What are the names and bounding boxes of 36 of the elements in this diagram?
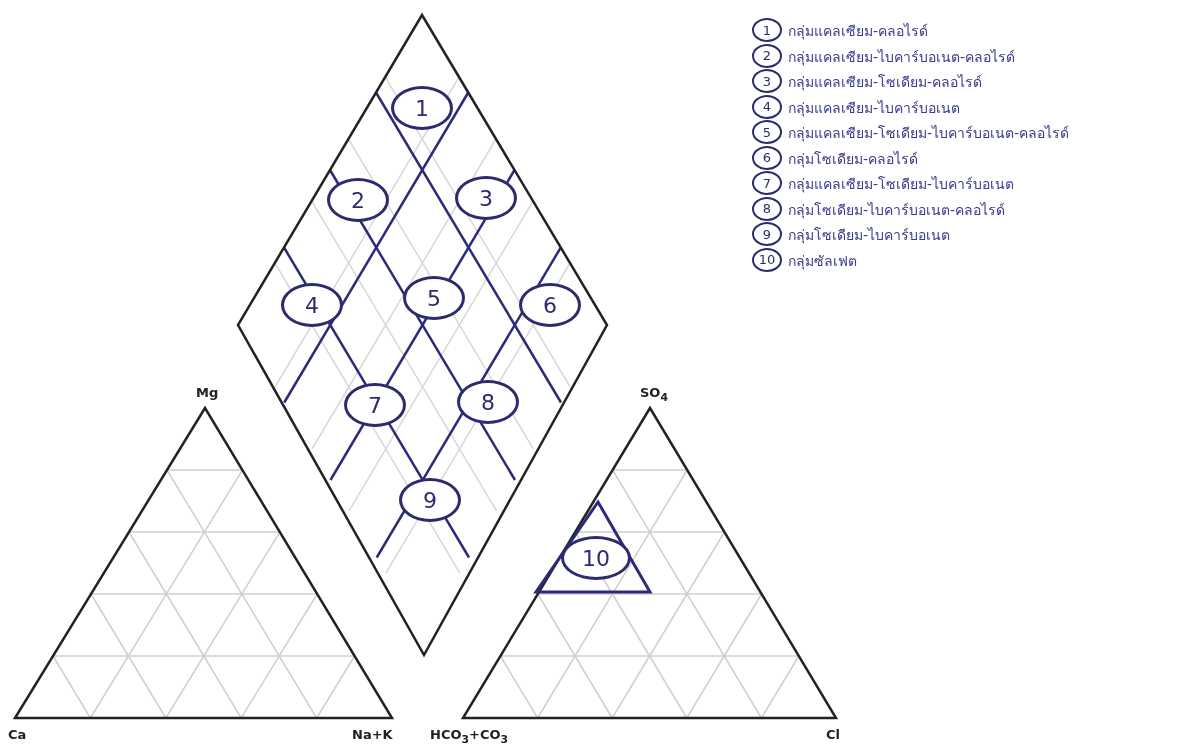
axis-label: Cl (826, 727, 840, 742)
legend-number-marker: 6 (752, 145, 782, 170)
legend-number-marker: 8 (752, 196, 782, 221)
zone-number-marker: 3 (455, 176, 517, 220)
legend-number-marker: 9 (752, 222, 782, 246)
axis-label: Na+K (352, 727, 393, 742)
marker-caption: กลุ่มแคลเซียม-โซเดียม-ไบคาร์บอเนต (788, 175, 1015, 195)
marker-caption: กลุ่มแคลเซียม-ไบคาร์บอเนต (788, 98, 961, 119)
marker-caption: กลุ่มแคลเซียม-ไบคาร์บอเนต-คลอไรด์ (788, 47, 1016, 68)
zone-number-marker: 6 (519, 283, 581, 327)
marker-caption: กลุ่มแคลเซียม-คลอไรด์ (788, 22, 929, 42)
marker-caption: กลุ่มแคลเซียม-โซเดียม-ไบคาร์บอเนต-คลอไรด์ (788, 124, 1070, 144)
zone-number-marker: 9 (399, 478, 461, 522)
legend-number-marker: 1 (752, 18, 782, 42)
axis-label: HCO$_{3}$+CO$_{3}$ (430, 727, 509, 745)
zone-number-marker: 4 (281, 283, 343, 327)
zone-number-marker: 7 (344, 383, 406, 427)
legend-number-marker: 7 (752, 171, 782, 195)
zone-number-marker: 8 (457, 380, 519, 424)
marker-caption: กลุ่มโซเดียม-ไบคาร์บอเนต-คลอไรด์ (788, 200, 1006, 221)
marker-caption: กลุ่มซัลเฟต (788, 251, 857, 272)
marker-caption: กลุ่มแคลเซียม-โซเดียม-คลอไรด์ (788, 73, 983, 93)
legend-number-marker: 2 (752, 43, 782, 68)
zone-number-marker: 5 (403, 276, 465, 320)
zone-number-marker: 1 (391, 86, 453, 130)
legend-number-marker: 10 (752, 247, 782, 272)
legend-number-marker: 5 (752, 120, 782, 144)
zone-number-marker: 2 (327, 178, 389, 222)
axis-label: Mg (196, 385, 219, 400)
axis-label: SO$_{4}$ (640, 385, 668, 404)
marker-caption: กลุ่มโซเดียม-ไบคาร์บอเนต (788, 226, 951, 246)
legend-number-marker: 3 (752, 69, 782, 93)
axis-label: Ca (8, 727, 27, 742)
zone-number-marker: 10 (561, 536, 631, 580)
marker-caption: กลุ่มโซเดียม-คลอไรด์ (788, 149, 919, 170)
legend-number-marker: 4 (752, 94, 782, 119)
